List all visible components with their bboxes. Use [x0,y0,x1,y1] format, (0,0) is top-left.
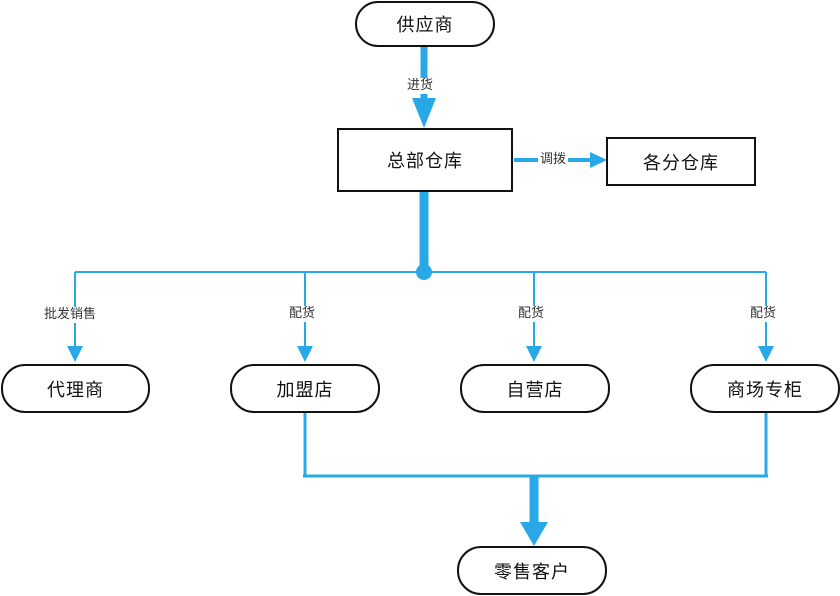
label-distribute-franchise: 配货 [287,306,318,322]
node-hq-warehouse[interactable]: 总部仓库 [337,128,513,192]
node-supplier[interactable]: 供应商 [355,1,495,47]
node-retail-customer[interactable]: 零售客户 [457,546,607,595]
arrow-customer [520,522,548,546]
label-purchase: 进货 [405,78,436,94]
arrow-transfer [590,152,607,168]
arrow-franchise [297,346,313,362]
label-transfer: 调拨 [538,152,569,168]
arrow-mall [758,346,774,362]
label-distribute-self: 配货 [516,306,547,322]
node-franchise[interactable]: 加盟店 [230,364,380,413]
node-mall-counter[interactable]: 商场专柜 [690,364,840,413]
label-wholesale: 批发销售 [42,307,99,323]
arrow-agent [67,346,83,362]
junction-dot [416,264,432,280]
arrow-self [526,346,542,362]
label-distribute-mall: 配货 [748,306,779,322]
node-self-operated[interactable]: 自营店 [460,364,610,413]
node-agent[interactable]: 代理商 [1,364,150,413]
arrow-purchase [412,98,436,128]
node-branch-warehouses[interactable]: 各分仓库 [606,137,756,186]
